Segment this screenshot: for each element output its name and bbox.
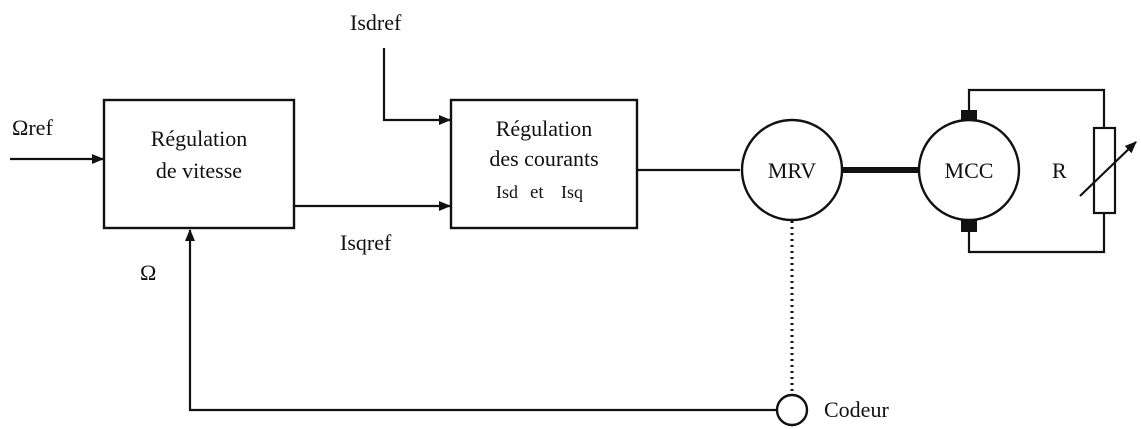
- mcc-brush-bottom: [961, 218, 977, 232]
- mcc-machine: [917, 118, 1021, 222]
- current-regulation-isd: Isd: [496, 182, 518, 202]
- speed-regulation-line2: de vitesse: [156, 158, 242, 183]
- current-regulation-line2: des courants: [489, 146, 598, 171]
- speed-regulation-line1: Régulation: [151, 126, 248, 151]
- mcc-label: MCC: [945, 158, 994, 183]
- speed-regulation-block: [102, 98, 296, 230]
- encoder-label: Codeur: [824, 397, 889, 422]
- encoder: [775, 393, 809, 427]
- current-regulation-block: [449, 98, 639, 230]
- current-regulation-isq: Isq: [561, 182, 583, 202]
- resistor: [1092, 126, 1117, 215]
- omega-ref-label: Ωref: [12, 115, 53, 140]
- mrv-label: MRV: [768, 158, 816, 183]
- isdref-label: Isdref: [350, 10, 402, 35]
- current-regulation-line1: Régulation: [496, 116, 593, 141]
- omega-feedback-arrow: [185, 229, 777, 412]
- isqref-label: Isqref: [340, 230, 392, 255]
- load-wire-top: [967, 88, 1106, 128]
- current-regulation-et: et: [530, 182, 544, 203]
- load-wire-bottom: [967, 213, 1106, 254]
- isdref-arrow: [382, 48, 451, 125]
- omega-feedback-label: Ω: [140, 260, 156, 285]
- resistor-label: R: [1052, 158, 1067, 183]
- resistor-variable-arrow: [1079, 141, 1137, 197]
